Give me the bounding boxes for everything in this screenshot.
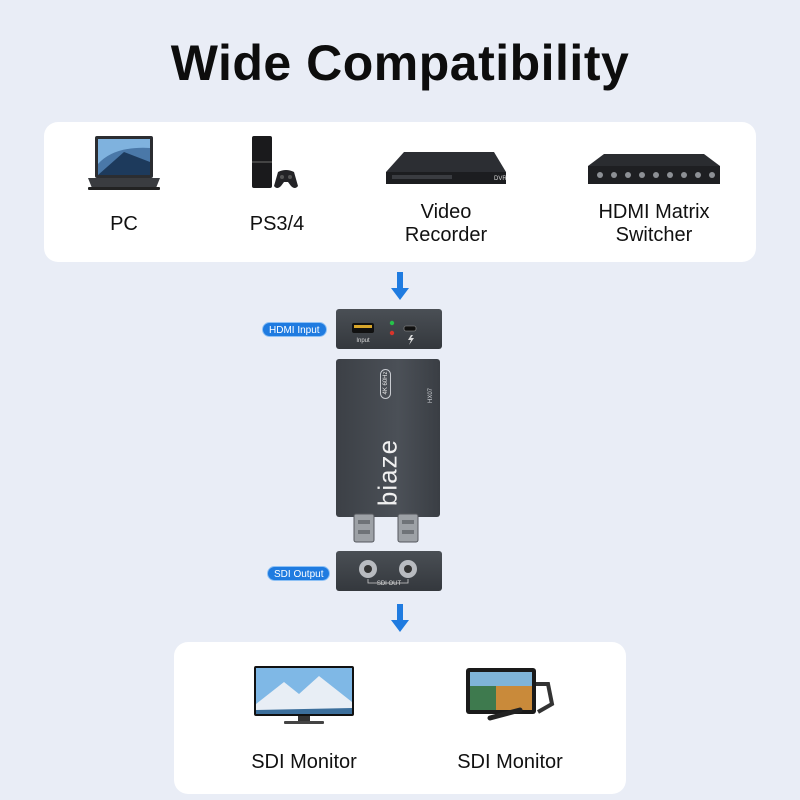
bnc-connectors-icon: [353, 513, 419, 543]
sdi-output-panel: SDI OUT: [336, 551, 442, 591]
source-video-recorder: DVR Video Recorder: [382, 148, 510, 247]
arrow-down-icon: [391, 272, 409, 300]
input-port-label: Input: [356, 338, 370, 344]
source-label: PC: [110, 213, 138, 235]
source-pc: PC: [84, 134, 164, 236]
output-monitor: SDI Monitor: [244, 664, 364, 774]
hdmi-input-panel: Input: [336, 309, 442, 349]
source-label: PS3/4: [249, 213, 305, 235]
model-label: HX07: [428, 387, 434, 403]
laptop-icon: [88, 136, 160, 190]
output-label: SDI Monitor: [251, 751, 357, 773]
matrix-switcher-icon: [588, 154, 720, 184]
hdmi-port-icon: [352, 320, 417, 345]
source-matrix-switcher: HDMI Matrix Switcher: [584, 150, 724, 247]
dvr-text: DVR: [494, 176, 507, 182]
source-label: HDMI Matrix Switcher: [598, 201, 710, 246]
dvr-icon: DVR: [386, 152, 507, 184]
field-monitor-icon: [466, 668, 555, 721]
output-field-monitor: SDI Monitor: [450, 664, 570, 774]
converter-body: 4K 60Hz HX07 biaze: [336, 359, 440, 517]
output-devices-card: SDI Monitor SDI Monitor: [174, 642, 626, 794]
brand-logo: biaze: [372, 438, 403, 507]
source-label: Video Recorder: [404, 201, 488, 246]
page-title: Wide Compatibility: [170, 35, 630, 91]
resolution-badge: 4K 60Hz: [383, 371, 389, 395]
sdi-ports-icon: [359, 560, 417, 584]
output-port-label: SDI OUT: [376, 581, 402, 587]
badge-frame: 4K 60Hz: [380, 369, 391, 399]
arrow-down-icon: [391, 604, 409, 632]
source-ps: PS3/4: [240, 134, 314, 236]
sdi-output-tag: SDI Output: [267, 566, 331, 581]
monitor-icon: [254, 666, 354, 724]
source-devices-card: PC PS3/4 DVR Video Recorder: [44, 122, 756, 262]
hdmi-input-tag: HDMI Input: [262, 322, 327, 337]
output-label: SDI Monitor: [457, 751, 563, 773]
game-console-icon: [252, 136, 298, 188]
